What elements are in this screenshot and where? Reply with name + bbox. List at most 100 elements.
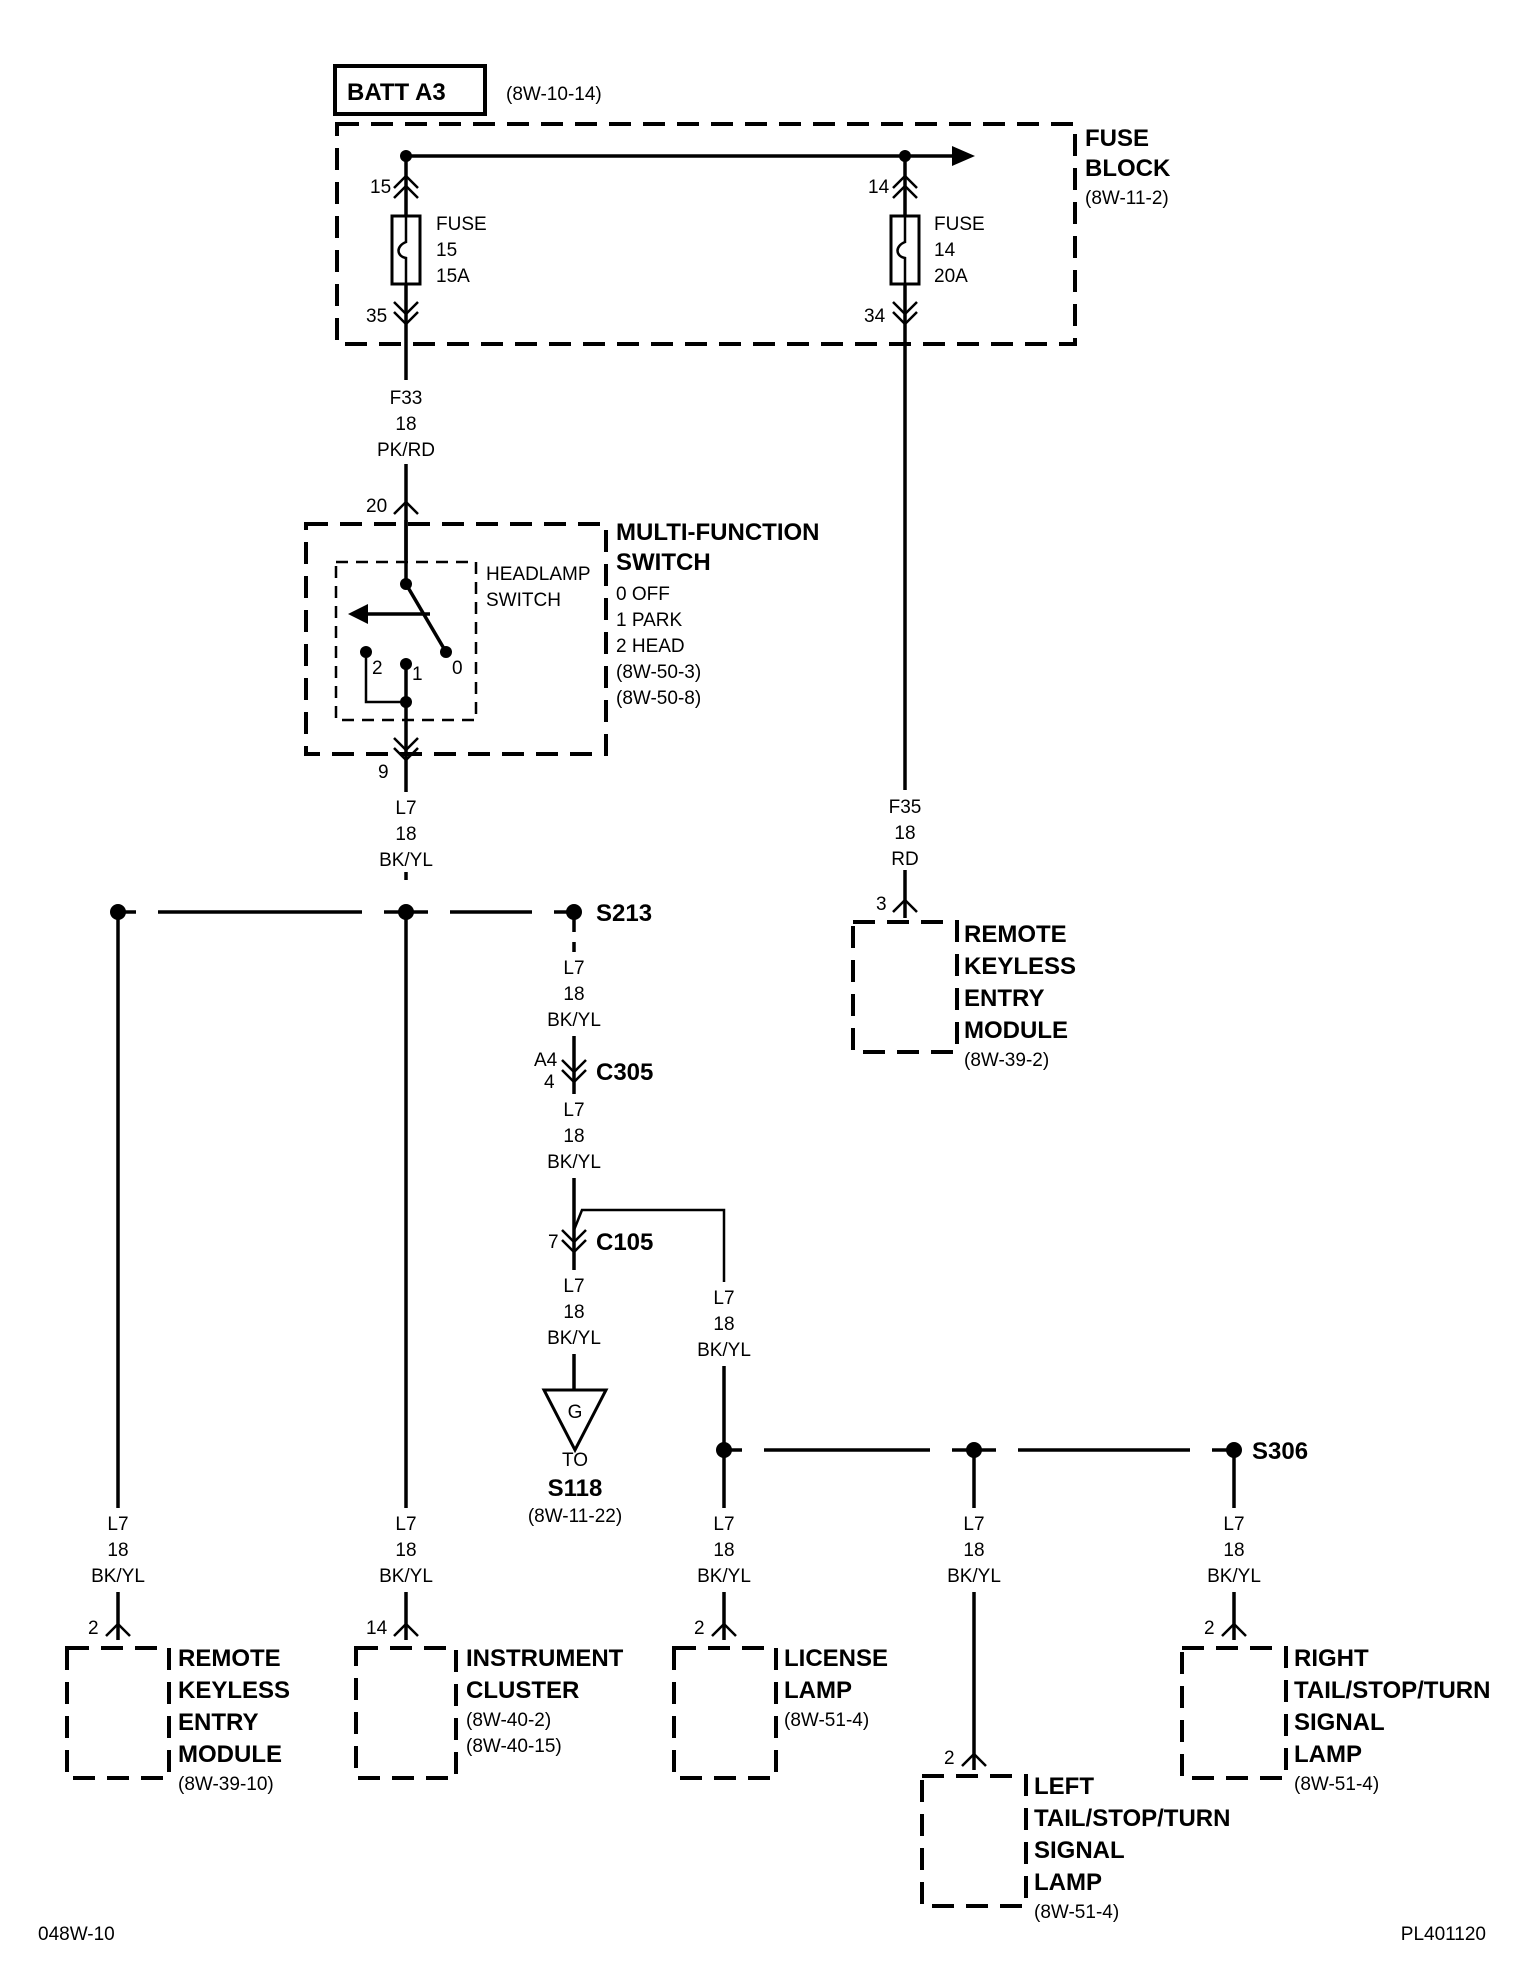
- l7-license-code: L7: [713, 1514, 734, 1535]
- left-lamp-l2: TAIL/STOP/TURN: [1034, 1805, 1230, 1832]
- cluster-l1: INSTRUMENT: [466, 1645, 624, 1672]
- rke-top-pin: 3: [876, 894, 887, 915]
- rke-top-connector: [892, 898, 918, 913]
- rke-bottom-ref: (8W-39-10): [178, 1774, 274, 1795]
- s213-label: S213: [596, 900, 652, 927]
- l7-c305-color: BK/YL: [547, 1152, 601, 1173]
- c305-label: C305: [596, 1059, 653, 1086]
- headlamp-pos-0: 0: [452, 658, 463, 679]
- l7-lic-feed-code: L7: [713, 1288, 734, 1309]
- mfs-state-2: 2 HEAD: [616, 636, 685, 657]
- rke-top-l2: KEYLESS: [964, 953, 1076, 980]
- c105-bypass-wire: [572, 1208, 726, 1290]
- f35-gauge: 18: [894, 823, 915, 844]
- rke-top-l1: REMOTE: [964, 921, 1067, 948]
- l7-left-code: L7: [963, 1514, 984, 1535]
- cluster-ref-2: (8W-40-15): [466, 1736, 562, 1757]
- left-lamp-l4: LAMP: [1034, 1869, 1102, 1896]
- l7-c305-gauge: 18: [563, 1126, 584, 1147]
- right-lamp-box: [1180, 1646, 1288, 1780]
- l7-rke-gauge: 18: [107, 1540, 128, 1561]
- c305-pin-a: A4: [534, 1050, 558, 1071]
- l7-right-color: BK/YL: [1207, 1566, 1261, 1587]
- mfs-pin-in: 20: [366, 496, 387, 517]
- right-lamp-ref: (8W-51-4): [1294, 1774, 1379, 1795]
- fuse14-pin-top: 14: [868, 177, 890, 198]
- l7-right-gauge: 18: [1223, 1540, 1244, 1561]
- l7-left-color: BK/YL: [947, 1566, 1001, 1587]
- l7-cluster-code: L7: [395, 1514, 416, 1535]
- batt-box: [333, 64, 487, 116]
- right-lamp-l4: LAMP: [1294, 1741, 1362, 1768]
- l7-c105-gauge: 18: [563, 1302, 584, 1323]
- fuse15-pin-bottom: 35: [366, 306, 387, 327]
- ground-ref: (8W-11-22): [528, 1506, 622, 1527]
- mfs-outline: [304, 522, 608, 756]
- l7-right-code: L7: [1223, 1514, 1244, 1535]
- license-pin: 2: [694, 1618, 705, 1639]
- rke-top-l3: ENTRY: [964, 985, 1044, 1012]
- mfs-state-0: 0 OFF: [616, 584, 670, 605]
- right-lamp-l1: RIGHT: [1294, 1645, 1369, 1672]
- left-lamp-l1: LEFT: [1034, 1773, 1094, 1800]
- c105-pin: 7: [548, 1232, 559, 1253]
- mfs-pin-out: 9: [378, 762, 389, 783]
- f33-color: PK/RD: [377, 440, 435, 461]
- rke-top-box: [851, 920, 959, 1054]
- ground-to: TO: [562, 1450, 588, 1471]
- fuse14-label-1: FUSE: [934, 214, 985, 235]
- mfs-title-2: SWITCH: [616, 549, 711, 576]
- fuse15-label-2: 15: [436, 240, 457, 261]
- left-lamp-ref: (8W-51-4): [1034, 1902, 1119, 1923]
- cluster-l2: CLUSTER: [466, 1677, 579, 1704]
- footer-right: PL401120: [1401, 1924, 1486, 1945]
- fuse-block-outline: [335, 122, 1077, 346]
- rke-bottom-box: [65, 1646, 171, 1780]
- f33-code: F33: [390, 388, 423, 409]
- batt-label: BATT A3: [347, 79, 446, 106]
- l7-main-color: BK/YL: [379, 850, 433, 871]
- fuse-14: [889, 156, 921, 790]
- right-lamp-l2: TAIL/STOP/TURN: [1294, 1677, 1490, 1704]
- l7-cluster-gauge: 18: [395, 1540, 416, 1561]
- fuse14-label-3: 20A: [934, 266, 968, 287]
- l7-main-code: L7: [395, 798, 416, 819]
- l7-lic-feed-color: BK/YL: [697, 1340, 751, 1361]
- rke-bottom-l2: KEYLESS: [178, 1677, 290, 1704]
- cluster-connector: [393, 1622, 419, 1637]
- headlamp-switch-contacts: [348, 520, 452, 762]
- fuse-block-ref: (8W-11-2): [1085, 188, 1169, 209]
- left-lamp-pin: 2: [944, 1748, 955, 1769]
- l7-s213-code: L7: [563, 958, 584, 979]
- l7-s213-color: BK/YL: [547, 1010, 601, 1031]
- mfs-input-connector: [393, 500, 419, 515]
- l7-license-gauge: 18: [713, 1540, 734, 1561]
- fuse15-pin-top: 15: [370, 177, 391, 198]
- batt-ref: (8W-10-14): [506, 84, 602, 105]
- headlamp-pos-1: 1: [412, 664, 423, 685]
- f33-gauge: 18: [395, 414, 416, 435]
- fuse14-label-2: 14: [934, 240, 956, 261]
- rke-bottom-l1: REMOTE: [178, 1645, 281, 1672]
- headlamp-switch-sub-2: SWITCH: [486, 590, 561, 611]
- mfs-ref-1: (8W-50-3): [616, 662, 701, 683]
- mfs-title-1: MULTI-FUNCTION: [616, 519, 820, 546]
- rke-bottom-pin: 2: [88, 1618, 99, 1639]
- fuse-block-title-1: FUSE: [1085, 125, 1149, 152]
- l7-cluster-color: BK/YL: [379, 1566, 433, 1587]
- fuse-block-title-2: BLOCK: [1085, 155, 1171, 182]
- rke-bottom-l3: ENTRY: [178, 1709, 258, 1736]
- fuse15-label-3: 15A: [436, 266, 470, 287]
- left-lamp-connector: [961, 1752, 987, 1767]
- l7-c105-color: BK/YL: [547, 1328, 601, 1349]
- rke-bottom-connector: [105, 1622, 131, 1637]
- cluster-box: [354, 1646, 458, 1780]
- mfs-ref-2: (8W-50-8): [616, 688, 701, 709]
- l7-c305-code: L7: [563, 1100, 584, 1121]
- l7-c105-code: L7: [563, 1276, 584, 1297]
- right-lamp-pin: 2: [1204, 1618, 1215, 1639]
- l7-left-gauge: 18: [963, 1540, 984, 1561]
- right-lamp-connector: [1221, 1622, 1247, 1637]
- l7-lic-feed-gauge: 18: [713, 1314, 734, 1335]
- c105-label: C105: [596, 1229, 653, 1256]
